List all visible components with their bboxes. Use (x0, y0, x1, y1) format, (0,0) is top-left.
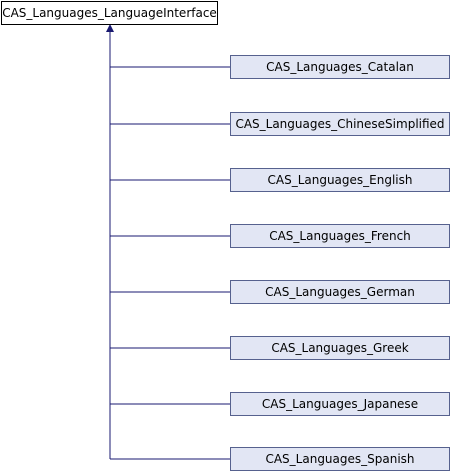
class-label: CAS_Languages_Japanese (261, 397, 419, 411)
class-label: CAS_Languages_Catalan (266, 60, 414, 74)
root-class-node[interactable]: CAS_Languages_LanguageInterface (1, 1, 218, 25)
class-node-german[interactable]: CAS_Languages_German (230, 280, 450, 304)
class-node-japanese[interactable]: CAS_Languages_Japanese (230, 392, 450, 416)
class-label: CAS_Languages_Spanish (265, 452, 415, 466)
class-node-spanish[interactable]: CAS_Languages_Spanish (230, 447, 450, 471)
class-node-catalan[interactable]: CAS_Languages_Catalan (230, 55, 450, 79)
class-label: CAS_Languages_English (267, 173, 413, 187)
class-label: CAS_Languages_French (269, 229, 411, 243)
class-label: CAS_Languages_ChineseSimplified (235, 117, 445, 131)
class-node-greek[interactable]: CAS_Languages_Greek (230, 336, 450, 360)
class-label: CAS_Languages_German (265, 285, 415, 299)
class-node-english[interactable]: CAS_Languages_English (230, 168, 450, 192)
class-node-chinese-simplified[interactable]: CAS_Languages_ChineseSimplified (230, 112, 450, 136)
class-label: CAS_Languages_Greek (271, 341, 409, 355)
root-class-label: CAS_Languages_LanguageInterface (2, 6, 217, 20)
class-node-french[interactable]: CAS_Languages_French (230, 224, 450, 248)
inheritance-arrowhead (106, 24, 114, 32)
